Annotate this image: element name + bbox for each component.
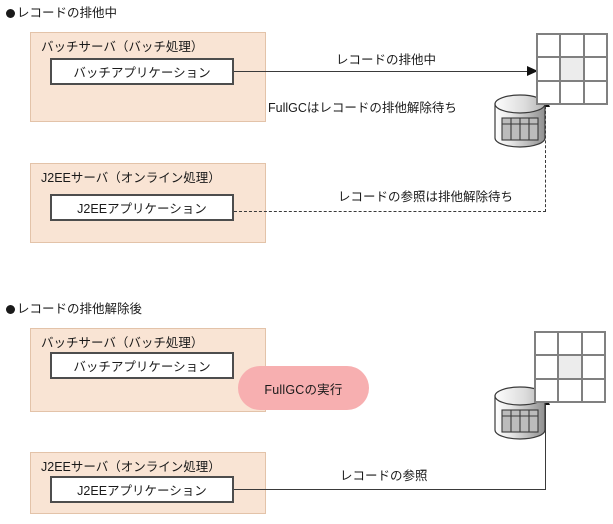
arrow-right-icon-batch-locked [527, 65, 538, 76]
memory-cell [561, 81, 583, 103]
edge-label-j2ee-to-record-released: レコードの参照 [340, 469, 428, 483]
section-heading-released-text: レコードの排他解除後 [17, 302, 143, 316]
bullet-dot-icon [6, 9, 15, 18]
memory-cell [536, 379, 558, 401]
database-cylinder-icon-locked [494, 94, 546, 148]
edge-label-batch-to-record-locked: レコードの排他中 [336, 53, 437, 67]
memory-cell [538, 58, 560, 80]
memory-cell [538, 81, 560, 103]
memory-cell-released-record [559, 356, 581, 378]
connector-j2ee-to-record-locked-horizontal [234, 211, 546, 212]
batch-application-box-released: バッチアプリケーション [50, 352, 234, 379]
batch-server-label-released: バッチサーバ（バッチ処理） [41, 336, 204, 350]
bullet-dot-icon [6, 305, 15, 314]
memory-cell [582, 379, 604, 401]
edge-label-j2ee-to-record-locked: レコードの参照は排他解除待ち [338, 190, 514, 204]
section-heading-locked-text: レコードの排他中 [17, 6, 118, 20]
j2ee-application-box-released: J2EEアプリケーション [50, 476, 234, 503]
section-heading-locked: レコードの排他中 [6, 6, 117, 20]
memory-cell [536, 333, 558, 355]
memory-grid-icon-locked [536, 33, 608, 105]
database-cylinder-icon-released [494, 386, 546, 440]
j2ee-application-box-locked: J2EEアプリケーション [50, 194, 234, 221]
memory-cell-locked-record [561, 58, 583, 80]
j2ee-server-label-locked: J2EEサーバ（オンライン処理） [41, 171, 221, 185]
connector-batch-to-record-locked [234, 71, 537, 72]
memory-cell [561, 35, 583, 57]
batch-server-label-locked: バッチサーバ（バッチ処理） [41, 40, 204, 54]
memory-cell [582, 333, 604, 355]
memory-cell [538, 35, 560, 57]
memory-cell [584, 58, 606, 80]
connector-j2ee-to-record-released-horizontal [234, 489, 546, 490]
memory-cell [584, 35, 606, 57]
memory-cell [584, 81, 606, 103]
memory-cell [559, 379, 581, 401]
connector-j2ee-to-record-locked-vertical [545, 106, 546, 212]
section-heading-released: レコードの排他解除後 [6, 302, 142, 316]
memory-cell [559, 333, 581, 355]
j2ee-server-label-released: J2EEサーバ（オンライン処理） [41, 460, 221, 474]
note-fullgc-waiting-locked: FullGCはレコードの排他解除待ち [268, 101, 457, 115]
memory-cell [582, 356, 604, 378]
memory-grid-icon-released [534, 331, 606, 403]
fullgc-execution-badge: FullGCの実行 [238, 366, 369, 410]
memory-cell [536, 356, 558, 378]
connector-j2ee-to-record-released-vertical [545, 404, 546, 490]
batch-application-box-locked: バッチアプリケーション [50, 58, 234, 85]
